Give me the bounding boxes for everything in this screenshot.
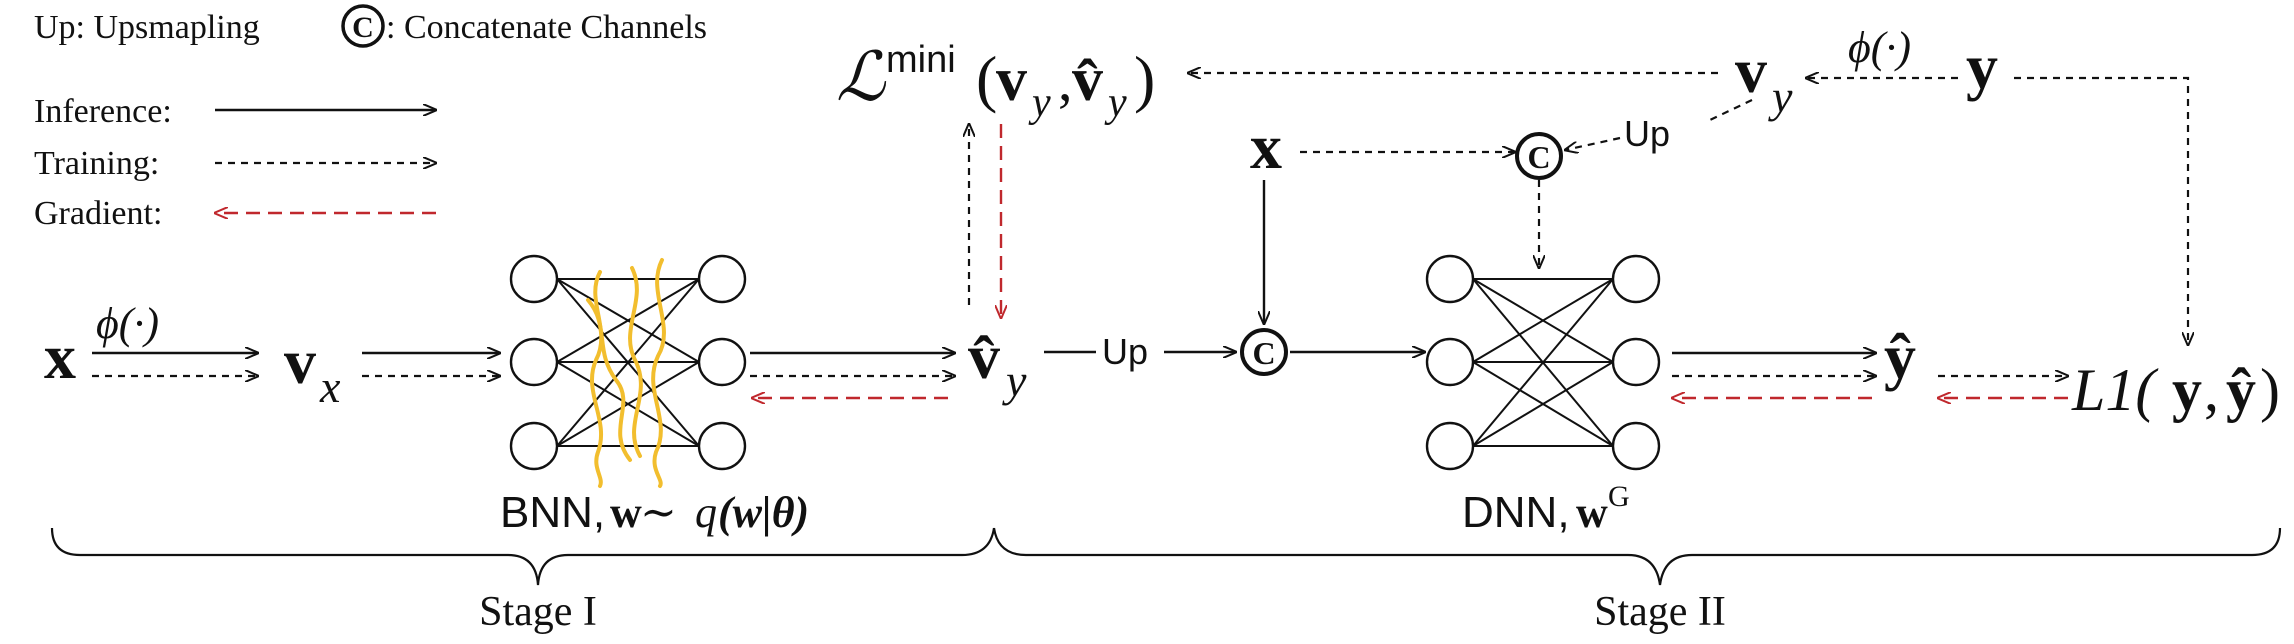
bnn-neuron xyxy=(697,254,747,304)
concat-top: C xyxy=(1515,132,1563,180)
vx-symbol: v x xyxy=(284,326,341,412)
loss-v1: v xyxy=(996,46,1027,114)
legend-gradient: Gradient: xyxy=(34,195,162,232)
dnn-label-main: DNN, xyxy=(1462,488,1570,537)
dnn-neuron xyxy=(1425,337,1475,387)
dnn-edge xyxy=(1472,278,1614,363)
loss-open: ( xyxy=(976,43,997,114)
dnn-label-sup: G xyxy=(1608,480,1630,513)
vy-sub: y xyxy=(1768,71,1793,122)
input-x: x xyxy=(44,321,76,392)
bnn-label-dist: ∼ xyxy=(640,488,677,537)
up-label-bottom: Up xyxy=(1102,331,1148,372)
stage1-brace xyxy=(50,527,996,586)
bnn-edge xyxy=(556,361,700,447)
vy-symbol: v y xyxy=(1735,35,1793,122)
loss-comma: , xyxy=(1058,48,1073,113)
dnn-edge xyxy=(1472,278,1614,447)
vy-hat-symbol: v̂ y xyxy=(968,321,1027,406)
dnn-neuron xyxy=(1611,254,1661,304)
bnn-edge xyxy=(556,278,700,447)
stage2-brace xyxy=(992,527,2282,586)
concat-bottom-letter: C xyxy=(1252,335,1275,371)
loss-sup: mini xyxy=(886,39,956,81)
loss-v1-sub: y xyxy=(1028,80,1051,126)
concat-top-letter: C xyxy=(1527,139,1550,175)
bnn-network xyxy=(509,254,747,488)
legend-concat-letter: C xyxy=(352,11,374,44)
legend-concat-icon: C xyxy=(341,4,385,48)
l1-loss: L1( y , ŷ ) xyxy=(2071,357,2280,423)
legend-inference: Inference: xyxy=(34,93,172,130)
dnn-network xyxy=(1425,254,1661,471)
bnn-neuron xyxy=(697,337,747,387)
legend-concat-label: : Concatenate Channels xyxy=(386,9,707,46)
l1-comma: , xyxy=(2204,357,2219,423)
loss-v2: v̂ xyxy=(1072,46,1103,114)
dnn-neuron xyxy=(1611,337,1661,387)
vx-v: v xyxy=(284,326,316,397)
bnn-neuron xyxy=(509,254,559,304)
legend-upsampling: Up: Upsmapling xyxy=(34,9,260,46)
vy-v: v xyxy=(1735,35,1767,106)
bnn-label-main: BNN, xyxy=(500,488,605,537)
dnn-neuron xyxy=(1611,421,1661,471)
up-label-top: Up xyxy=(1624,113,1670,154)
phi-text-left: ϕ(·) xyxy=(96,299,159,348)
bnn-label-q: q xyxy=(695,488,717,537)
bnn-weight-uncertainty xyxy=(651,258,666,488)
l1-close: ) xyxy=(2260,357,2280,423)
legend-training: Training: xyxy=(34,145,159,182)
mini-loss: ℒ mini ( v y , v̂ y ) xyxy=(836,39,1155,126)
bnn-neuron xyxy=(509,421,559,471)
vy-hat-v: v̂ xyxy=(968,321,1000,392)
target-y: y xyxy=(1966,31,1998,102)
dnn-neuron xyxy=(1425,421,1475,471)
loss-script: ℒ xyxy=(836,39,887,115)
bnn-neuron xyxy=(509,337,559,387)
bnn-neuron xyxy=(697,421,747,471)
vx-sub: x xyxy=(319,361,341,412)
bnn-label-w: w xyxy=(610,488,642,537)
phi-label-left: ϕ(·) xyxy=(96,299,159,348)
stage1-label: Stage I xyxy=(479,589,597,635)
concat-bottom: C xyxy=(1240,328,1288,376)
dnn-neuron xyxy=(1425,254,1475,304)
bnn-label-args: (w|θ) xyxy=(718,488,809,537)
dnn-label-w: w xyxy=(1576,488,1608,537)
l1-yhat: ŷ xyxy=(2226,357,2256,423)
stage2-input-x: x xyxy=(1250,111,1282,182)
up-to-concat-top-arrow xyxy=(1565,136,1621,150)
legend: Up: Upsmapling C : Concatenate Channels … xyxy=(34,4,707,232)
loss-close: ) xyxy=(1134,43,1155,114)
stage2-label: Stage II xyxy=(1594,589,1726,635)
y-to-l1-arrow xyxy=(2014,76,2188,345)
vy-hat-sub: y xyxy=(1002,355,1027,406)
dnn-edge xyxy=(1472,361,1614,447)
phi-text-top: ϕ(·) xyxy=(1848,23,1911,72)
l1-prefix: L1( xyxy=(2071,357,2159,423)
vy-to-up-line xyxy=(1709,99,1753,121)
loss-v2-sub: y xyxy=(1104,80,1127,126)
bnn-edge xyxy=(556,278,700,363)
bnn-weight-uncertainty xyxy=(586,298,632,462)
prediction-yhat: ŷ xyxy=(1884,321,1916,392)
bnn-weight-uncertainty xyxy=(628,266,643,458)
l1-y: y xyxy=(2172,357,2202,423)
